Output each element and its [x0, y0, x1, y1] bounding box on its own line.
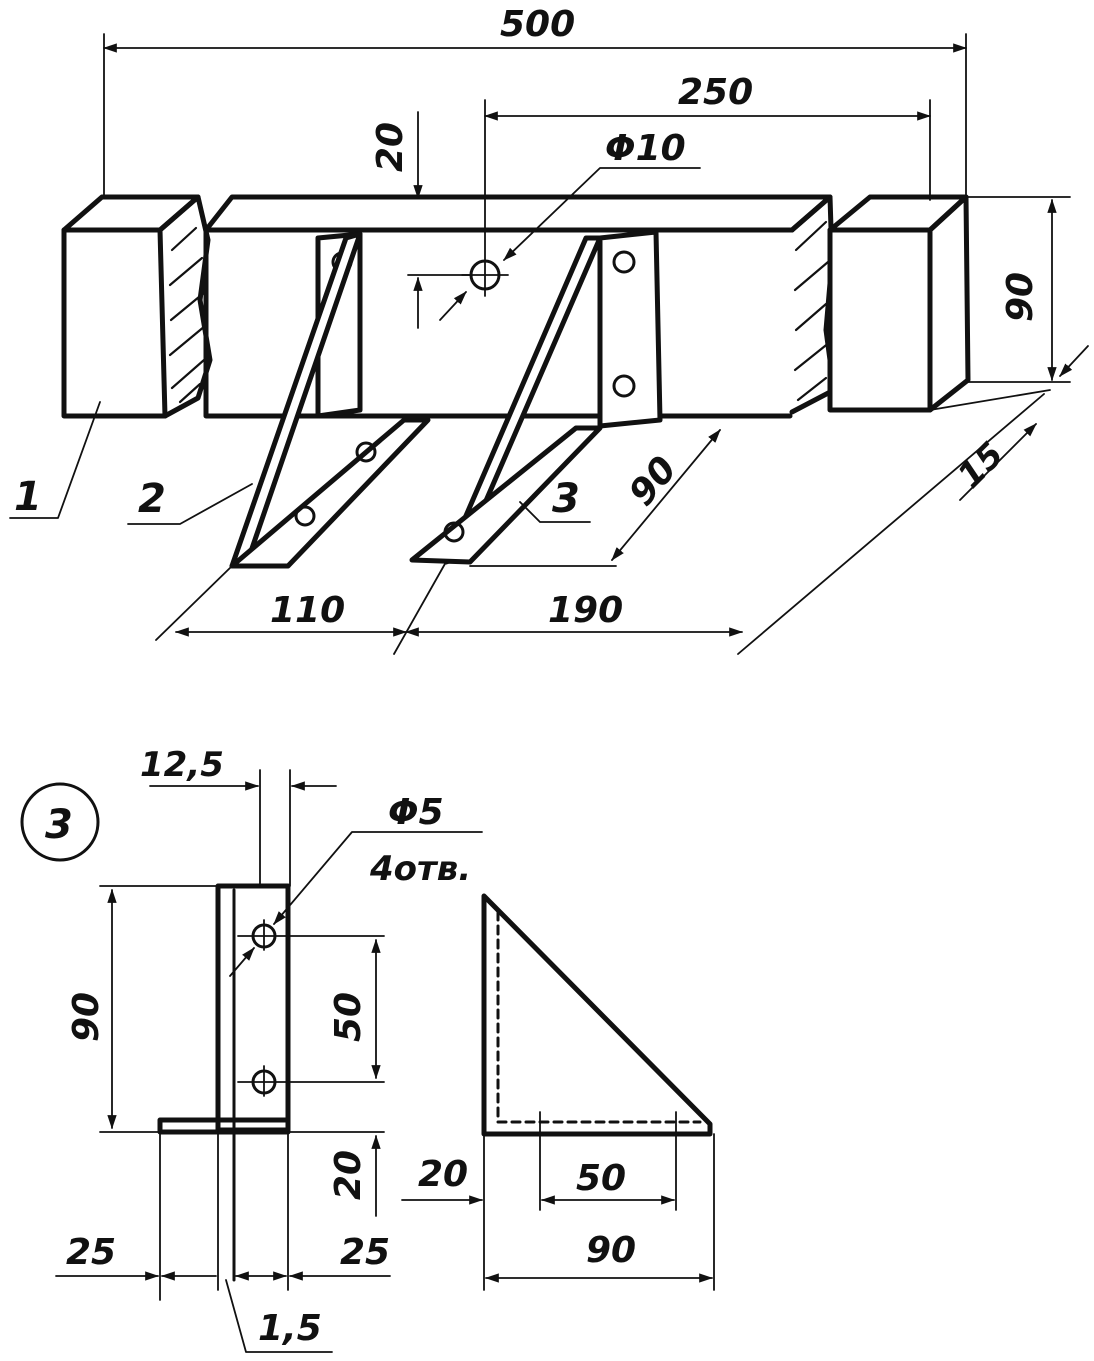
- dim-phi5-label: Φ5: [388, 792, 444, 833]
- dim-250-label: 250: [678, 72, 753, 113]
- dim-detail-90-base-label: 90: [586, 1230, 636, 1271]
- dim-12-5: [149, 769, 337, 887]
- dim-detail-bottom: [55, 1129, 391, 1353]
- dim-12-5-label: 12,5: [140, 745, 224, 785]
- dim-250: [483, 99, 932, 201]
- dim-90-height: [965, 196, 1071, 383]
- dim-90-depth-label: 90: [621, 449, 685, 514]
- dim-detail-25-left-label: 25: [66, 1232, 116, 1273]
- dim-detail-20-vert: [287, 1131, 385, 1217]
- callout-part-3: 3: [552, 476, 580, 522]
- dim-90-depth: [469, 429, 721, 567]
- dim-detail-1-5-label: 1,5: [258, 1308, 322, 1349]
- part-1-right-block: [827, 194, 971, 413]
- dim-detail-25-right-label: 25: [340, 1232, 390, 1273]
- dim-20-top: [407, 111, 471, 329]
- part-3-bracket-right: [409, 229, 663, 565]
- dim-detail-90-label: 90: [66, 992, 107, 1042]
- dim-500-label: 500: [500, 4, 575, 45]
- part-1-block: [61, 194, 213, 419]
- dim-500: [102, 33, 968, 199]
- main-view: 500 250 Φ10 20 90: [9, 4, 1089, 655]
- callout-part-1: 1: [14, 474, 42, 520]
- dim-hole-count-label: 4отв.: [369, 849, 471, 889]
- dim-phi10: [439, 167, 701, 321]
- dim-phi10-label: Φ10: [605, 128, 686, 169]
- dim-phi5: [229, 831, 483, 977]
- detail-label-circle: [20, 782, 100, 862]
- dim-detail-50-horz-label: 50: [576, 1158, 626, 1199]
- dim-110-190: [155, 393, 1045, 655]
- detail-label: 3: [45, 802, 73, 848]
- detail-side-view: [157, 883, 385, 1282]
- dim-20-top-label: 20: [370, 122, 411, 172]
- dim-110-label: 110: [270, 590, 345, 631]
- part-3-bracket-left: [229, 231, 431, 569]
- dim-detail-50-label: 50: [328, 992, 369, 1042]
- detail-front-view: [481, 893, 715, 1291]
- dim-detail-20-horz-label: 20: [418, 1154, 468, 1195]
- dim-90-height-label: 90: [1000, 272, 1041, 322]
- dim-detail-90: [99, 885, 219, 1133]
- dim-15: [929, 345, 1089, 501]
- callout-part-2: 2: [138, 476, 166, 522]
- dim-detail-20-vert-label: 20: [328, 1150, 369, 1200]
- callout-leaders: [9, 401, 591, 525]
- dim-190-label: 190: [548, 590, 623, 631]
- detail-view: 3 12,5 Φ5 4отв.: [20, 745, 715, 1353]
